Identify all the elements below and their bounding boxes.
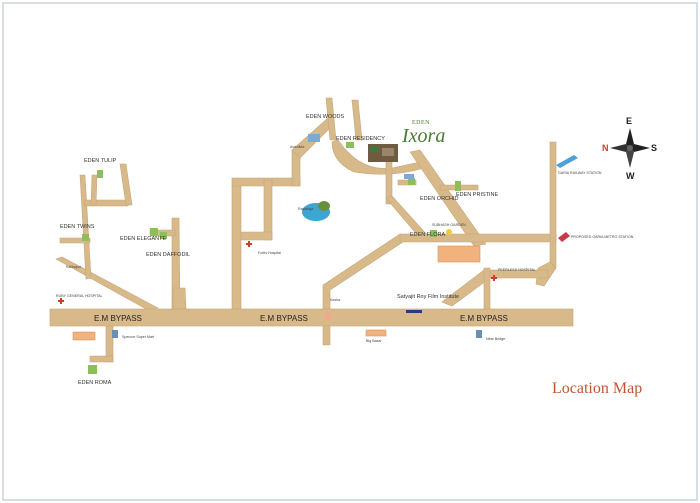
marker-elegante <box>150 228 158 236</box>
label-avishikta: Avishikta <box>290 145 304 149</box>
hospital-markers <box>58 241 497 304</box>
road-garia <box>549 141 557 269</box>
em-bypass-road <box>49 308 574 327</box>
landmark-boxes <box>72 245 481 341</box>
road-ruby <box>55 256 160 310</box>
compass-n: N <box>602 143 609 153</box>
label-fortis: Fortis Hospital <box>258 251 281 255</box>
compass-e: E <box>626 116 632 126</box>
label-daffodil: EDEN DAFFODIL <box>146 252 190 258</box>
road-tulip-right <box>119 163 133 206</box>
label-tulip: EDEN TULIP <box>84 158 117 164</box>
label-elegante: EDEN ELEGANTE <box>120 236 166 242</box>
marker-roma <box>88 365 97 374</box>
label-orchid: EDEN ORCHID <box>420 196 459 202</box>
label-spencer: Spencer Super Mart <box>122 335 154 339</box>
orchid-icon <box>404 174 414 179</box>
garia-station-icon <box>556 155 578 168</box>
marker-daffodil <box>160 232 167 239</box>
box-spencer-left <box>72 331 96 341</box>
label-kasba: Kasba <box>330 298 340 302</box>
label-roma: EDEN ROMA <box>78 380 112 386</box>
label-rajdanga: Rajdanga <box>298 207 313 211</box>
label-pristine: EDEN PRISTINE <box>456 192 499 198</box>
box-bigbazar <box>365 329 387 337</box>
brand-eden: EDEN <box>412 120 430 126</box>
road-ixora-flora <box>409 149 487 247</box>
compass-s: S <box>651 143 657 153</box>
cross-fortis-icon <box>246 241 252 247</box>
project-markers <box>82 142 461 374</box>
road-ixora-loop <box>331 139 425 175</box>
road-center <box>231 184 242 310</box>
road-label-3: E.M BYPASS <box>460 314 508 323</box>
road-label-2: E.M BYPASS <box>260 314 308 323</box>
label-metro: PROPOSED GARIA METRO STATION <box>571 235 634 239</box>
box-satyajit <box>406 310 422 313</box>
box-subhash <box>437 245 481 263</box>
label-garia: GARIA RAILWAY STATION <box>558 171 602 175</box>
marker-orchid <box>408 178 415 185</box>
road-center-link <box>240 231 273 241</box>
label-residency: EDEN RESIDENCY <box>336 136 385 142</box>
marker-residency <box>346 142 354 148</box>
label-twins: EDEN TWINS <box>60 224 95 230</box>
label-satyajit: Satyajit Roy Film Institute <box>397 294 459 300</box>
road-label-1: E.M BYPASS <box>94 314 142 323</box>
subhash-dot-icon <box>446 229 452 235</box>
map-title: Location Map <box>552 380 642 397</box>
road-woods <box>325 97 337 141</box>
lake-trees <box>318 201 330 211</box>
cross-ruby-icon <box>58 298 64 304</box>
marker-pristine <box>455 181 461 191</box>
marker-tulip <box>97 170 103 178</box>
woods-icon <box>308 134 320 142</box>
label-kalikapur: Kalikapur <box>66 265 82 269</box>
road-peerless-down <box>483 267 491 310</box>
road-residency-up <box>351 99 363 141</box>
road-tulip <box>79 174 92 280</box>
brand-ixora: Ixora <box>401 125 445 147</box>
ixora-building <box>368 144 398 162</box>
label-peerless: PEERLESS HOSPITAL <box>498 268 535 272</box>
metro-station-icon <box>558 232 570 242</box>
station-icon <box>476 330 482 338</box>
road-tulip-top <box>90 174 98 206</box>
cross-peerless-icon <box>491 275 497 281</box>
marker-flora <box>430 230 437 237</box>
compass-w: W <box>626 171 635 181</box>
label-subhash: SUBHASH GARDEN <box>432 223 466 227</box>
label-ruby: RUBY GENERAL HOSPITAL <box>56 294 102 298</box>
label-flora: EDEN FLORA <box>410 232 445 238</box>
road-daffodil-end <box>172 287 187 310</box>
label-bigbazar: Big Bazar <box>366 339 382 343</box>
road-center-mid <box>263 179 273 241</box>
marker-twins <box>82 234 89 241</box>
station-icon <box>112 330 118 338</box>
label-woods: EDEN WOODS <box>306 114 345 120</box>
compass-icon <box>610 128 650 168</box>
box-bridge <box>325 313 331 320</box>
label-bridge: Near Bridge <box>486 337 505 341</box>
road-roma-branch <box>89 355 114 363</box>
road-kasba-south <box>322 325 331 346</box>
station-markers <box>112 134 578 338</box>
